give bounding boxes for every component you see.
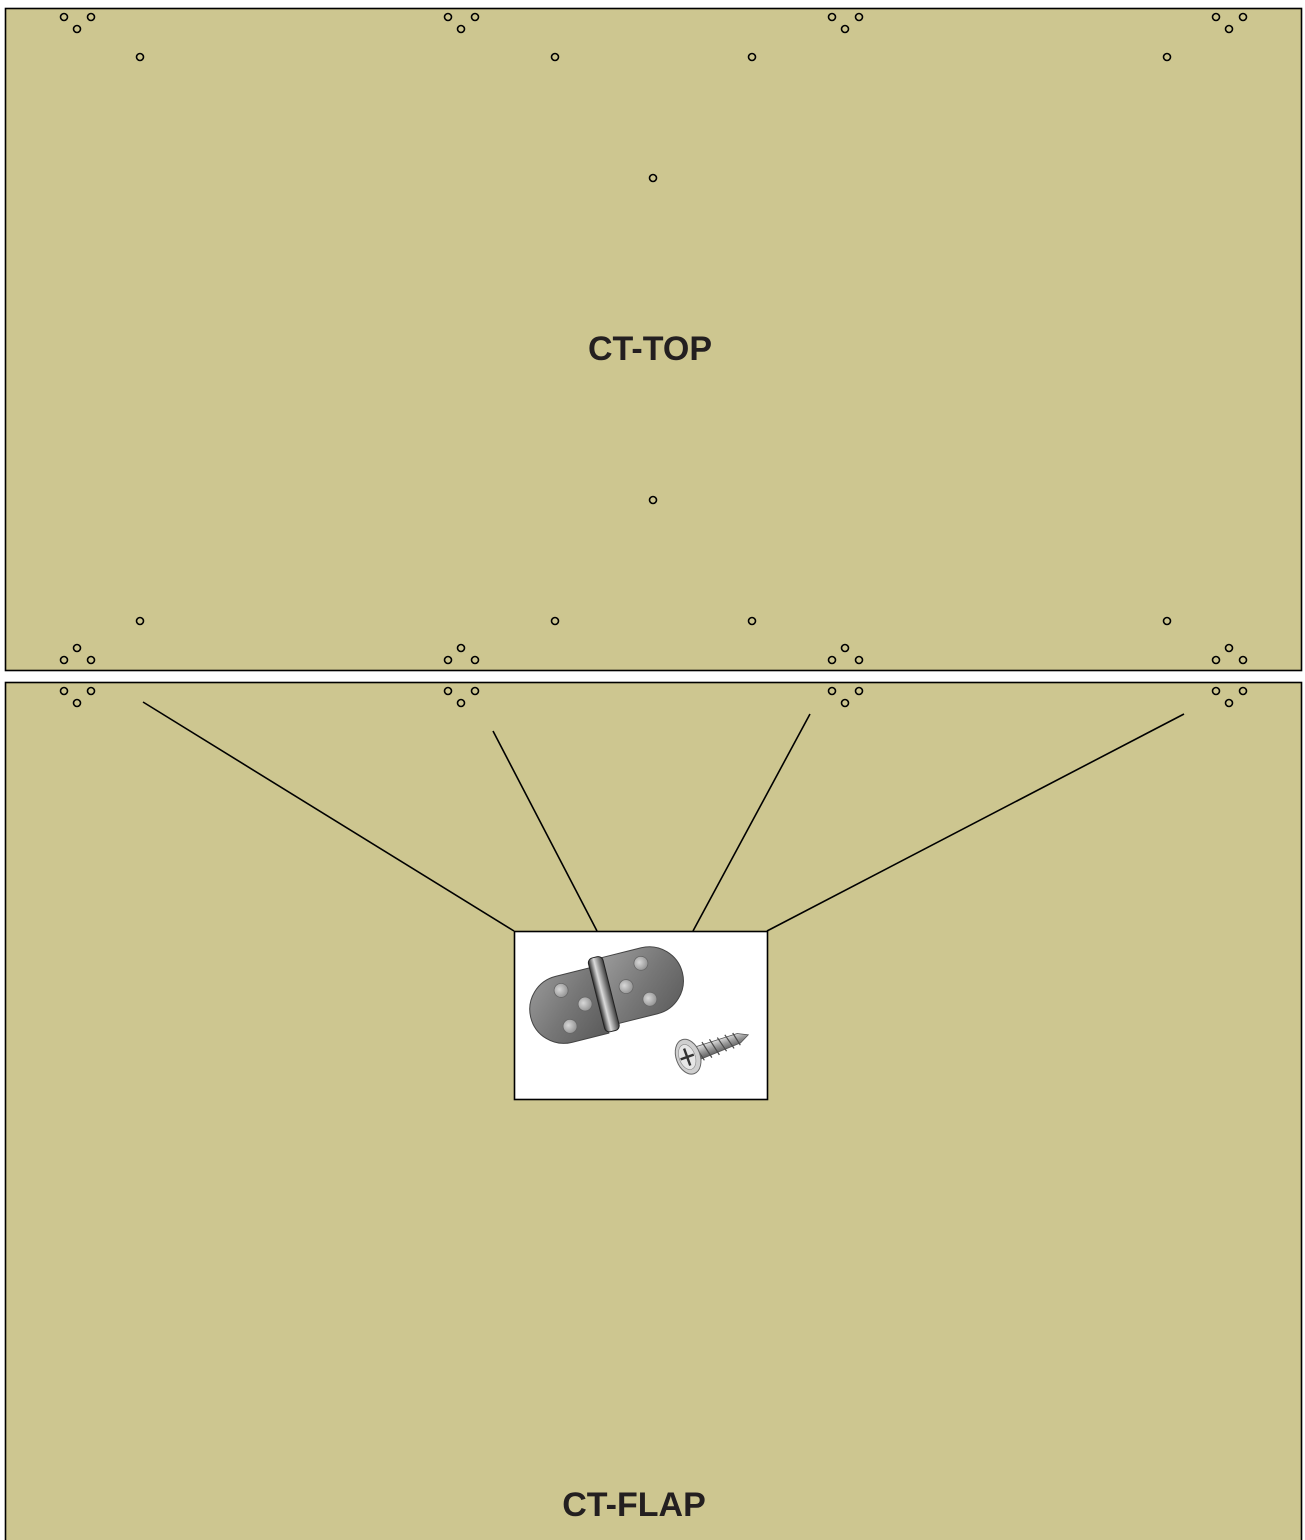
panel-ct-top-label: CT-TOP: [588, 330, 712, 368]
hole-cluster: [59, 686, 96, 708]
callout-leader-lines: [142, 701, 1185, 932]
screw-icon: [674, 1032, 750, 1075]
leader-line: [142, 701, 515, 932]
screw-holes-lower-row: [135, 616, 1172, 626]
hole-cluster: [827, 643, 864, 665]
hole-cluster: [443, 12, 480, 34]
hinge-icon: [529, 946, 684, 1044]
hole-cluster: [1211, 643, 1248, 665]
hole-cluster: [443, 643, 480, 665]
hole-cluster: [59, 12, 96, 34]
screw-hole: [1162, 52, 1172, 62]
screw-hole: [550, 52, 560, 62]
screw-hole: [135, 616, 145, 626]
leader-line: [766, 713, 1185, 932]
hole-cluster: [827, 12, 864, 34]
hole-cluster: [59, 643, 96, 665]
hinge-holes-flap-edge: [59, 686, 1248, 708]
panel-ct-flap: CT-FLAP: [4, 681, 1303, 1540]
panel-ct-flap-label: CT-FLAP: [562, 1486, 706, 1524]
hinge-holes-bottom-edge: [59, 643, 1248, 665]
panel-ct-top: CT-TOP: [4, 7, 1303, 672]
hinge-holes-top-edge: [59, 12, 1248, 34]
leader-line: [692, 713, 811, 932]
hole-cluster: [443, 686, 480, 708]
screw-hole: [135, 52, 145, 62]
screw-hole: [1162, 616, 1172, 626]
hinge-callout: [513, 930, 769, 1101]
screw-holes-upper-row: [135, 52, 1172, 62]
hole-cluster: [827, 686, 864, 708]
leader-line: [492, 730, 598, 932]
screw-hole: [747, 616, 757, 626]
panel-ct-top-board: [4, 7, 1303, 672]
panel-ct-flap-board: [4, 681, 1303, 1540]
screw-hole: [550, 616, 560, 626]
hole-cluster: [1211, 12, 1248, 34]
screw-hole-center-upper: [648, 173, 658, 183]
screw-hole: [747, 52, 757, 62]
hole-cluster: [1211, 686, 1248, 708]
screw-hole-center-lower: [648, 495, 658, 505]
